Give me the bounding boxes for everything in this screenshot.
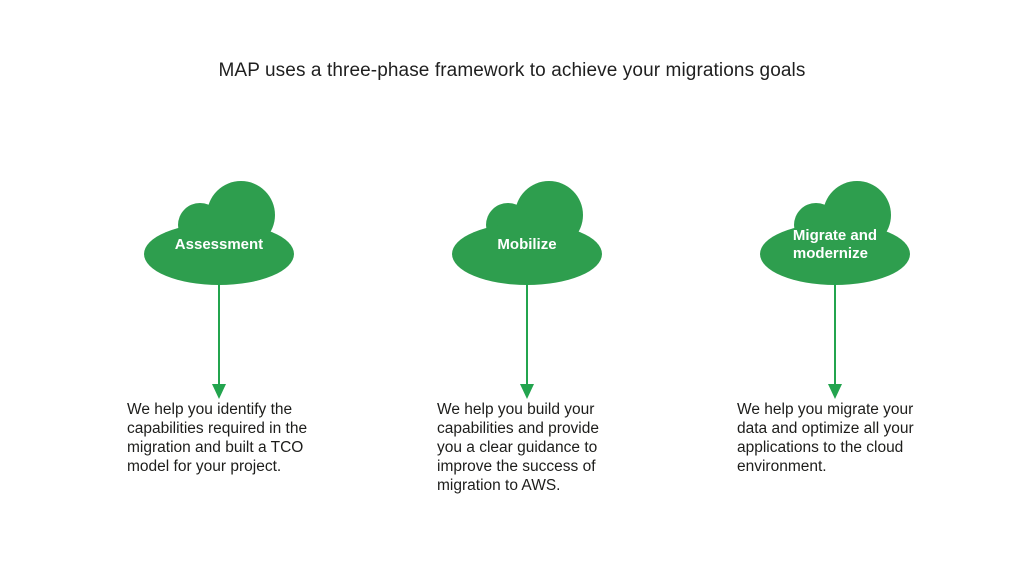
description-line: model for your project. [127, 458, 282, 475]
phase-description-migrate-modernize: We help you migrate your data and optimi… [737, 400, 967, 476]
cloud-shape-migrate-modernize: Migrate and modernize [760, 181, 910, 285]
description-line: capabilities and provide [437, 420, 599, 437]
description-line: We help you identify the [127, 401, 293, 418]
phase-description-mobilize: We help you build your capabilities and … [437, 400, 657, 495]
description-line: We help you migrate your [737, 401, 914, 418]
cloud-icon [760, 181, 910, 285]
description-line: environment. [737, 458, 827, 475]
phase-label-line: Migrate and [792, 227, 878, 244]
description-line: migration and built a TCO [127, 439, 304, 456]
description-line: data and optimize all your [737, 420, 914, 437]
description-line: you a clear guidance to [437, 439, 598, 456]
description-line: migration to AWS. [437, 477, 561, 494]
phase-label-migrate-modernize: Migrate and modernize [760, 227, 910, 263]
diagram-title: MAP uses a three-phase framework to achi… [218, 60, 806, 81]
cloud-shape-assessment: Assessment [144, 181, 294, 285]
cloud-shape-mobilize: Mobilize [452, 181, 602, 285]
cloud-icon [144, 181, 294, 285]
cloud-icon [452, 181, 602, 285]
down-arrow-icon [212, 283, 226, 399]
description-line: improve the success of [437, 458, 596, 475]
phase-label-line: Assessment [174, 236, 264, 253]
down-arrow-icon [828, 283, 842, 399]
down-arrow-icon [520, 283, 534, 399]
description-line: We help you build your [437, 401, 595, 418]
description-line: capabilities required in the [127, 420, 308, 437]
phase-description-assessment: We help you identify the capabilities re… [127, 400, 357, 476]
phase-label-line: modernize [792, 245, 868, 262]
phase-label-assessment: Assessment [144, 236, 294, 254]
phase-label-mobilize: Mobilize [452, 236, 602, 254]
description-line: applications to the cloud [737, 439, 904, 456]
phase-label-line: Mobilize [497, 236, 557, 253]
